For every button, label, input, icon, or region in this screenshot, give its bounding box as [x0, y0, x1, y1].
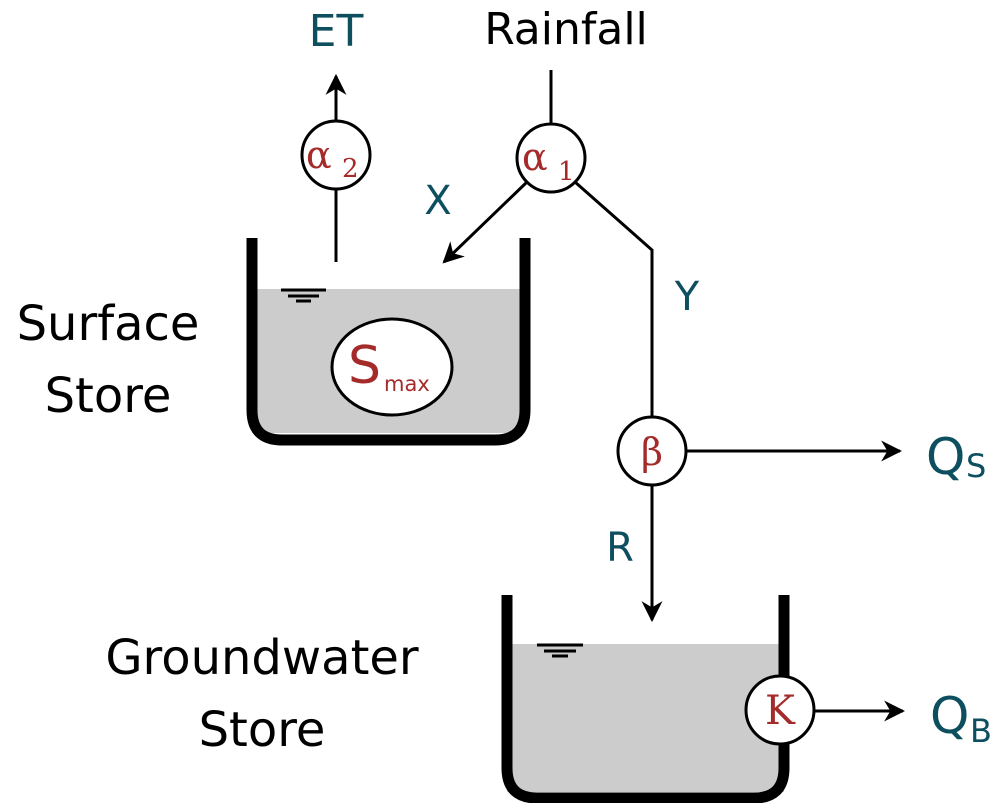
k-label: K: [765, 688, 796, 734]
y-flow-line: [574, 180, 654, 417]
beta-node: β: [616, 415, 688, 487]
smax-subscript: max: [384, 372, 430, 396]
x-flow-arrow: [442, 180, 529, 264]
alpha1-node: α 1: [515, 122, 587, 194]
groundwater-store-water: [507, 644, 784, 792]
water-level-icon: [537, 643, 583, 658]
surface-store-label-line2: Store: [45, 368, 172, 424]
surface-store: S max: [246, 238, 531, 446]
qb-label: Q: [930, 687, 969, 745]
groundwater-store: [501, 595, 790, 803]
groundwater-store-container: [501, 595, 790, 803]
groundwater-store-label-line2: Store: [199, 702, 326, 758]
alpha1-subscript: 1: [558, 157, 575, 187]
flux-lines: [325, 70, 906, 722]
groundwater-store-label-line1: Groundwater: [105, 630, 419, 686]
r-label: R: [606, 525, 634, 571]
qb-subscript: B: [970, 712, 992, 750]
qs-subscript: S: [966, 447, 986, 485]
k-node: K: [744, 674, 816, 746]
surface-store-container: [246, 238, 531, 446]
water-level-icon: [281, 288, 326, 303]
rainfall-label: Rainfall: [484, 4, 648, 55]
alpha2-subscript: 2: [342, 154, 359, 184]
y-label: Y: [674, 274, 700, 320]
x-label: X: [424, 178, 451, 224]
alpha1-label: α: [522, 135, 548, 179]
beta-label: β: [641, 430, 663, 474]
qs-label: Q: [926, 428, 965, 486]
surface-store-label-line1: Surface: [17, 296, 200, 352]
alpha2-label: α: [306, 133, 332, 177]
et-label: ET: [309, 6, 364, 57]
smax-label: S: [348, 336, 381, 396]
alpha2-node: α 2: [300, 119, 372, 191]
smax-ellipse: [330, 317, 454, 417]
